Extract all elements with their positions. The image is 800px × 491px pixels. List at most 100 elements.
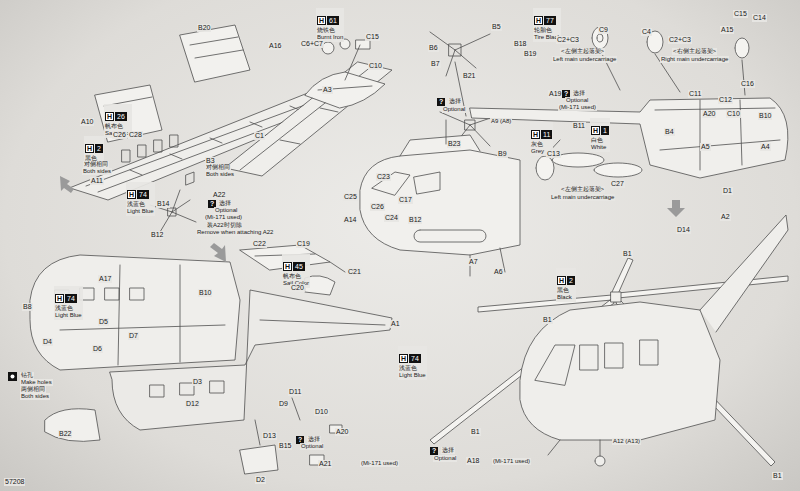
assembly-note: Left main undercarriage xyxy=(550,194,615,201)
fuselage-half-part xyxy=(30,255,240,370)
paint-number: 45 xyxy=(293,262,305,271)
assembly-note: Optional xyxy=(442,106,466,113)
assembly-note: A12 (A13) xyxy=(612,438,641,445)
paint-number: 11 xyxy=(541,130,552,139)
part-number: A16 xyxy=(268,42,282,50)
part-number: B23 xyxy=(447,140,461,148)
paint-number: 77 xyxy=(544,16,556,25)
paint-callout: H74浅蓝色Light Blue xyxy=(398,346,427,380)
part-number: C13 xyxy=(546,150,561,158)
paint-callout: H1白色White xyxy=(590,118,610,152)
make-holes-icon xyxy=(8,372,17,381)
paint-code-row: H45 xyxy=(283,255,309,273)
part-number: B1 xyxy=(470,428,481,436)
paint-name: Light Blue xyxy=(399,372,426,379)
part-number: D12 xyxy=(185,400,200,408)
paint-number: 74 xyxy=(409,354,421,363)
part-number: D1 xyxy=(722,187,733,195)
paint-name: White xyxy=(591,144,609,151)
part-number: D14 xyxy=(676,226,691,234)
engine-cover-part xyxy=(240,245,345,295)
paint-number: 74 xyxy=(137,190,149,199)
helicopter-body xyxy=(520,215,788,466)
part-number: B1 xyxy=(542,316,553,324)
assembly-note: 选择 xyxy=(441,447,455,454)
part-number: B15 xyxy=(278,442,292,450)
part-number: C26 xyxy=(112,131,127,139)
paint-name: 灰色 xyxy=(531,141,552,148)
part-number: A22 xyxy=(212,191,226,199)
line-art xyxy=(30,25,788,474)
assembly-note: 钻孔 xyxy=(20,372,34,379)
fuel-tank-part xyxy=(552,153,642,177)
paint-name: 轮胎色 xyxy=(534,27,560,34)
part-number: B9 xyxy=(497,150,508,158)
part-number: C6+C7 xyxy=(300,40,324,48)
part-number: C16 xyxy=(740,80,755,88)
part-number: C19 xyxy=(296,240,311,248)
paint-brand: H xyxy=(534,16,543,25)
part-number: B12 xyxy=(150,231,164,239)
part-number: A10 xyxy=(80,118,94,126)
part-number: C10 xyxy=(726,110,741,118)
part-number: A18 xyxy=(466,457,480,465)
part-number: B6 xyxy=(428,44,439,52)
part-number: B7 xyxy=(430,60,441,68)
assembly-note: Both sides xyxy=(20,393,50,400)
part-number: B11 xyxy=(572,122,586,130)
assembly-note: 选择 xyxy=(307,436,321,443)
part-number: D5 xyxy=(98,318,109,326)
paint-brand: H xyxy=(591,126,600,135)
part-number: A19 xyxy=(548,90,562,98)
make-holes-icon xyxy=(11,375,15,379)
paint-code-row: H61 xyxy=(317,9,343,27)
part-number: A6 xyxy=(493,268,504,276)
paint-name: 帆布色 xyxy=(283,273,309,280)
part-number: A7 xyxy=(468,258,479,266)
part-number: B8 xyxy=(22,303,33,311)
assembly-note: Optional xyxy=(300,443,324,450)
assembly-note: <右侧主起落架> xyxy=(672,48,717,55)
part-number: A1 xyxy=(390,320,401,328)
part-number: D4 xyxy=(42,338,53,346)
assembly-note: A9 (A8) xyxy=(490,118,512,125)
direction-arrow xyxy=(60,176,74,193)
part-number: B14 xyxy=(156,200,170,208)
part-number: A14 xyxy=(343,216,357,224)
paint-name: Light Blue xyxy=(55,312,82,319)
rotor-hub-part xyxy=(430,32,505,148)
assembly-note: Make holes xyxy=(20,379,53,386)
part-number: C27 xyxy=(610,180,625,188)
assembly-note: Remove when attaching A22 xyxy=(196,229,274,236)
paint-callout: H61烧铁色Burnt Iron xyxy=(316,8,344,42)
paint-callout: H45帆布色Sail Color xyxy=(282,254,310,288)
paint-number: 2 xyxy=(567,276,575,285)
part-number: C12 xyxy=(718,96,733,104)
part-number: A4 xyxy=(760,143,771,151)
paint-number: 2 xyxy=(95,144,103,153)
part-number: D7 xyxy=(128,332,139,340)
paint-code-row: H1 xyxy=(591,119,609,137)
part-number: A2 xyxy=(720,213,731,221)
part-number: A20 xyxy=(702,110,716,118)
part-number: B19 xyxy=(523,50,537,58)
part-number: B1 xyxy=(622,250,633,258)
assembly-note: Left main undercarriage xyxy=(552,56,617,63)
optional-mark: ? xyxy=(437,98,445,106)
paint-name: Black xyxy=(557,294,575,301)
part-number: C4 xyxy=(641,28,652,36)
paint-code-row: H74 xyxy=(55,287,82,305)
part-number: B5 xyxy=(491,23,502,31)
paint-code-row: H26 xyxy=(105,105,131,123)
part-number: C15 xyxy=(733,10,748,18)
assembly-note: 选择 xyxy=(448,98,462,105)
part-number: A15 xyxy=(720,26,734,34)
paint-brand: H xyxy=(127,190,136,199)
part-number: D11 xyxy=(288,388,302,396)
part-number: C2+C3 xyxy=(668,36,692,44)
part-number: A3 xyxy=(322,86,333,94)
part-number: D13 xyxy=(262,432,277,440)
part-number: B10 xyxy=(758,112,772,120)
paint-brand: H xyxy=(557,276,566,285)
